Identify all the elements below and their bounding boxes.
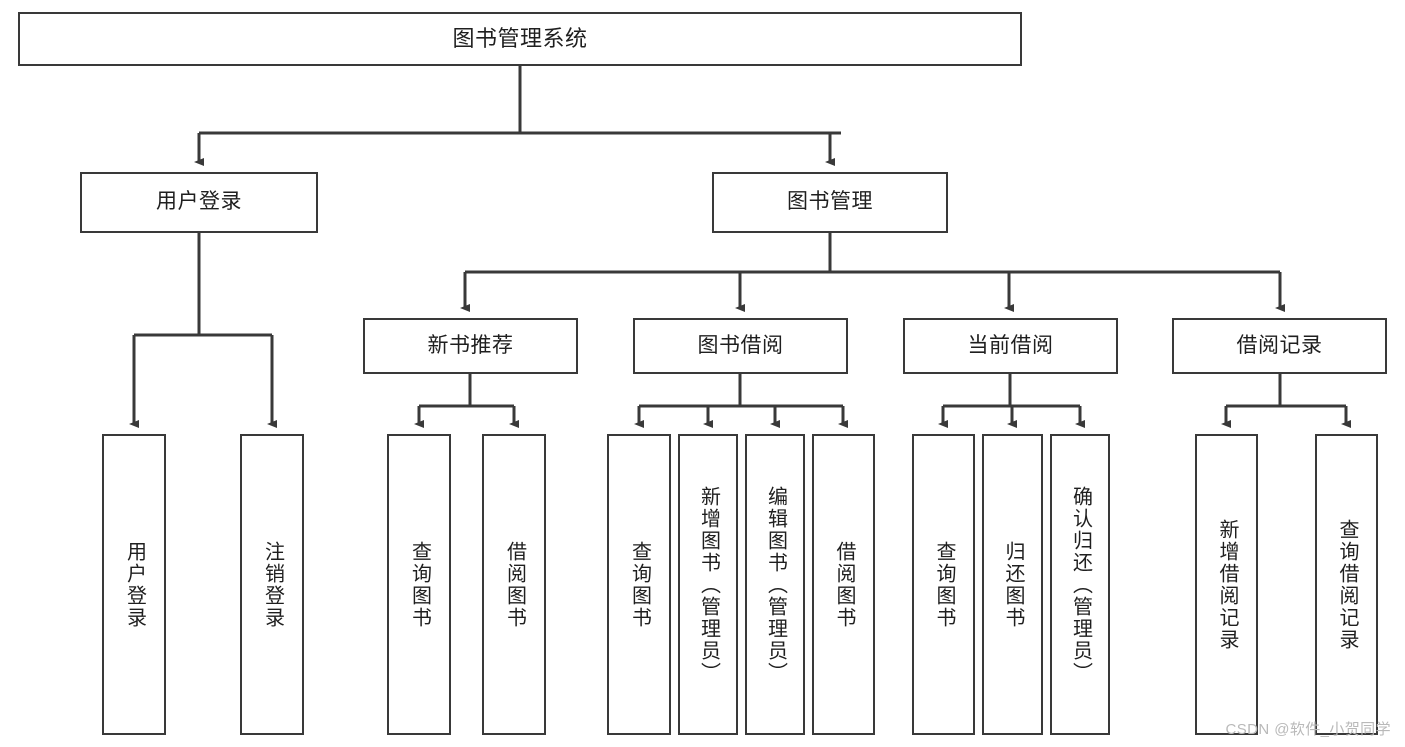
node-book-borrow[interactable]: 图书借阅 [633,318,848,374]
node-user-login[interactable]: 用户登录 [80,172,318,233]
node-new-book-rec[interactable]: 新书推荐 [363,318,578,374]
leaf-query-book-1-label: 查询图书 [408,540,431,629]
leaf-user-login[interactable]: 用户登录 [102,434,166,735]
leaf-edit-book-label: 编辑图书（管理员） [764,485,787,684]
leaf-query-record-label: 查询借阅记录 [1336,518,1358,651]
node-new-book-rec-label: 新书推荐 [427,333,514,357]
leaf-query-book-3[interactable]: 查询图书 [912,434,975,735]
leaf-query-book-2-label: 查询图书 [628,540,651,629]
node-current-loan-label: 当前借阅 [967,333,1054,357]
node-root[interactable]: 图书管理系统 [18,12,1022,66]
leaf-query-record[interactable]: 查询借阅记录 [1315,434,1378,735]
node-book-manage[interactable]: 图书管理 [712,172,948,233]
leaf-add-record-label: 新增借阅记录 [1216,518,1238,651]
leaf-return-book[interactable]: 归还图书 [982,434,1043,735]
leaf-add-book[interactable]: 新增图书（管理员） [678,434,738,735]
node-book-manage-label: 图书管理 [787,190,873,214]
leaf-borrow-book-2-label: 借阅图书 [833,540,855,629]
leaf-borrow-book-1-label: 借阅图书 [503,540,526,629]
node-loan-record[interactable]: 借阅记录 [1172,318,1387,374]
leaf-confirm-return-label: 确认归还（管理员） [1069,485,1092,684]
leaf-add-record[interactable]: 新增借阅记录 [1195,434,1258,735]
node-user-login-label: 用户登录 [156,190,242,214]
leaf-add-book-label: 新增图书（管理员） [697,485,720,684]
node-current-loan[interactable]: 当前借阅 [903,318,1118,374]
leaf-confirm-return[interactable]: 确认归还（管理员） [1050,434,1110,735]
leaf-return-book-label: 归还图书 [1002,540,1024,629]
leaf-query-book-1[interactable]: 查询图书 [387,434,451,735]
node-book-borrow-label: 图书借阅 [697,333,784,357]
leaf-logout-label: 注销登录 [261,540,284,629]
node-loan-record-label: 借阅记录 [1236,333,1323,357]
leaf-query-book-3-label: 查询图书 [933,540,955,629]
leaf-query-book-2[interactable]: 查询图书 [607,434,671,735]
leaf-borrow-book-1[interactable]: 借阅图书 [482,434,546,735]
leaf-borrow-book-2[interactable]: 借阅图书 [812,434,875,735]
leaf-edit-book[interactable]: 编辑图书（管理员） [745,434,805,735]
node-root-label: 图书管理系统 [452,26,588,52]
watermark: CSDN @软件_小贺同学 [1225,721,1391,738]
leaf-user-login-label: 用户登录 [123,540,146,629]
leaf-logout[interactable]: 注销登录 [240,434,304,735]
